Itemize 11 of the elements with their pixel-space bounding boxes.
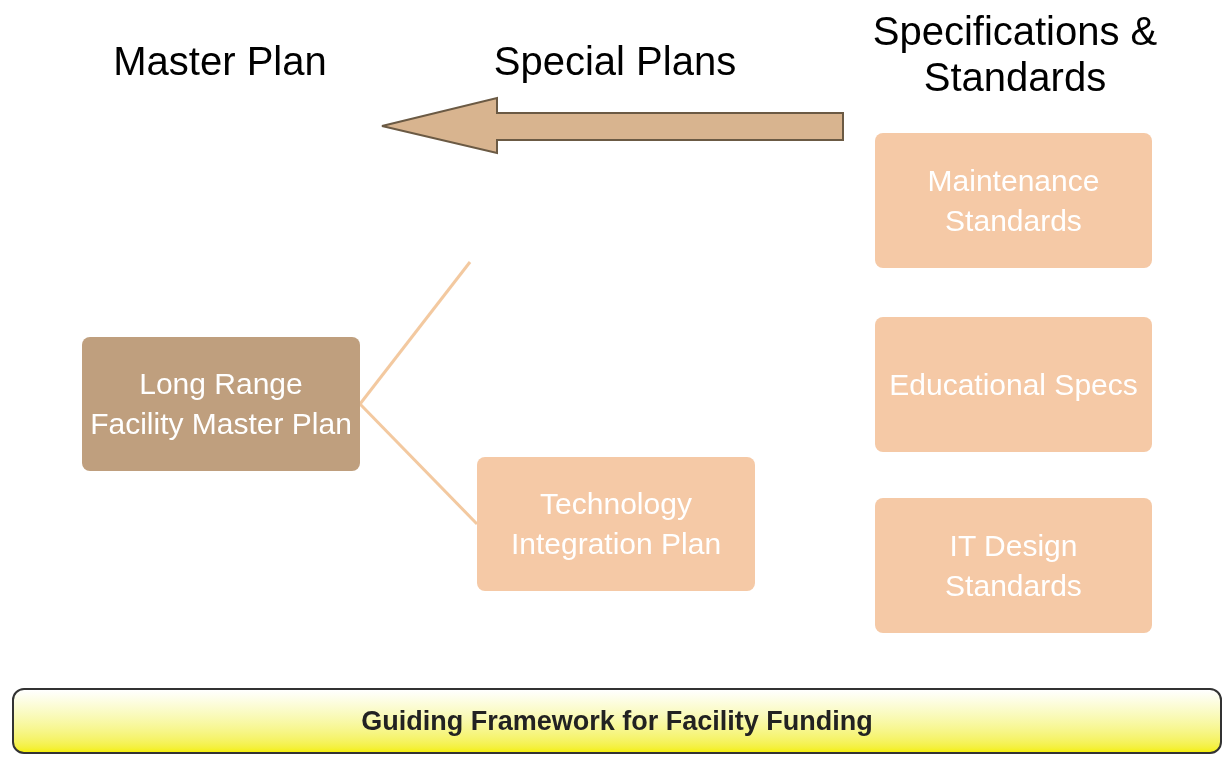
plan-box: Educational Specs <box>875 317 1152 452</box>
connector-line <box>358 402 479 526</box>
plan-box: IT Design Standards <box>875 498 1152 633</box>
plan-box: Maintenance Standards <box>875 133 1152 268</box>
column-heading: Master Plan <box>112 38 328 84</box>
column-heading: Special Plans <box>492 38 738 84</box>
banner-bar: Guiding Framework for Facility Funding <box>12 688 1222 754</box>
column-heading: Specifications & Standards <box>871 8 1159 100</box>
plan-box: Long Range Facility Master Plan <box>82 337 360 471</box>
plan-box: Technology Integration Plan <box>477 457 755 591</box>
connector-line <box>358 261 472 405</box>
